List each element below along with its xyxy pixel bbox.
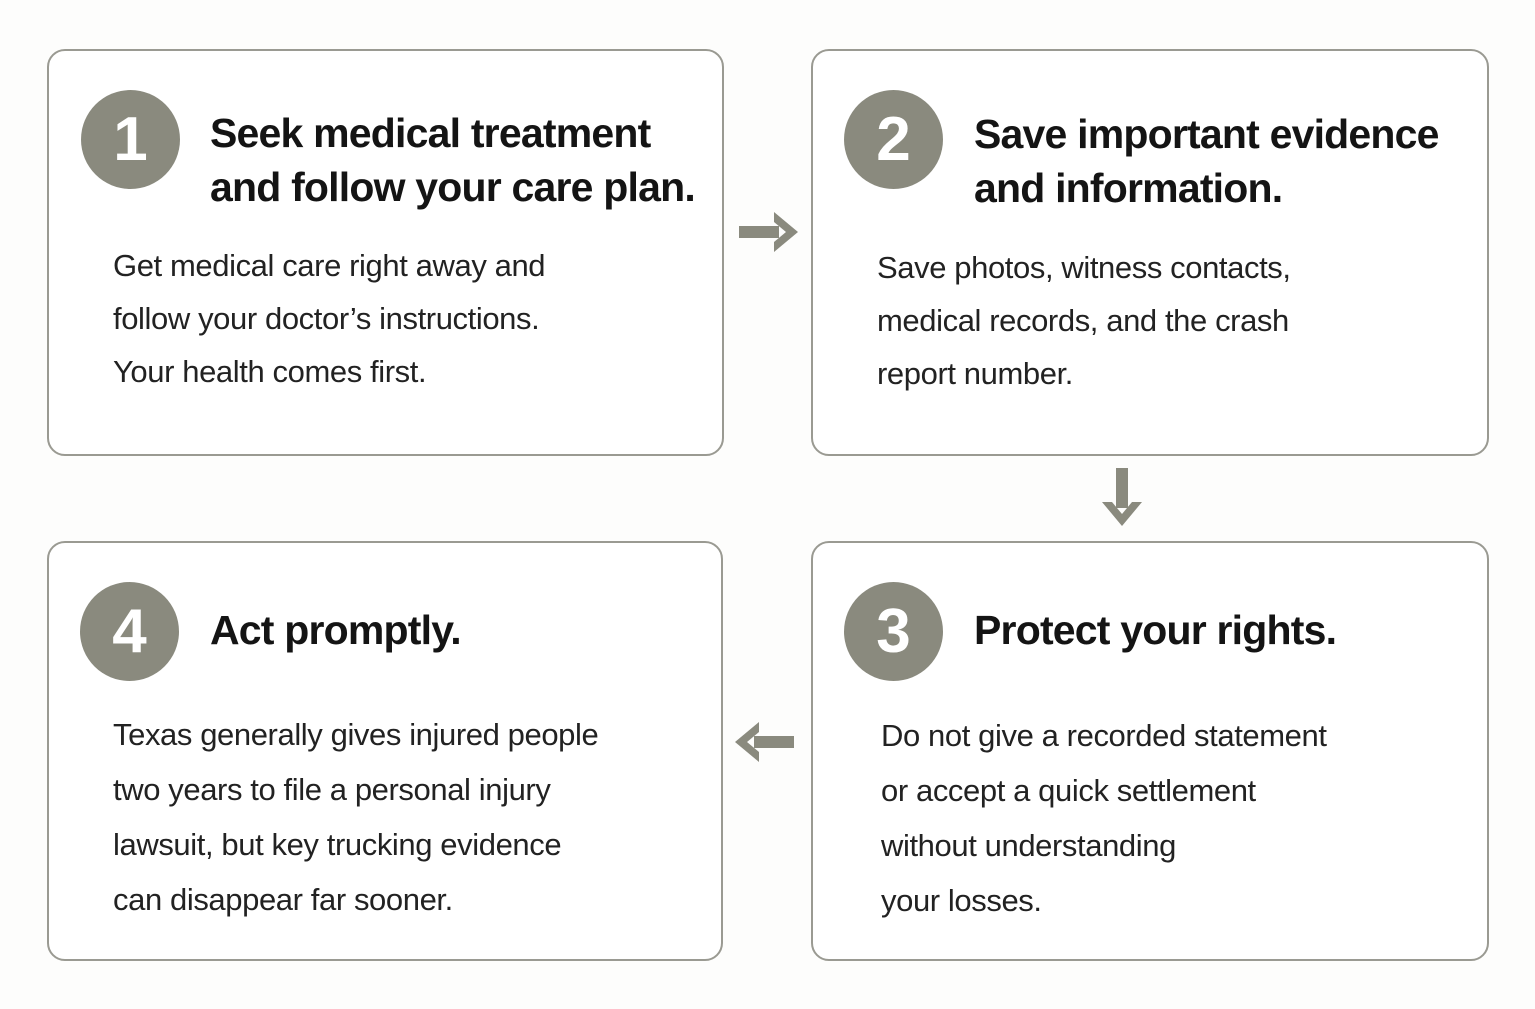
arrow-right-icon	[739, 212, 798, 252]
step-number-badge: 3	[844, 582, 943, 681]
arrow-down-icon	[1102, 468, 1142, 526]
step-description: Save photos, witness contacts, medical r…	[877, 241, 1291, 400]
step-title-line: and information.	[974, 165, 1283, 211]
step-description-line: your losses.	[881, 883, 1042, 918]
step-description: Texas generally gives injured people two…	[113, 707, 599, 927]
step-description-line: can disappear far sooner.	[113, 882, 453, 917]
step-title-line: Save important evidence	[974, 111, 1439, 157]
step-title-line: Protect your rights.	[974, 607, 1337, 653]
step-description-line: without understanding	[881, 828, 1176, 863]
arrow-left-icon	[735, 722, 794, 762]
step-description-line: Do not give a recorded statement	[881, 718, 1327, 753]
step-description-line: medical records, and the crash	[877, 303, 1289, 338]
step-card-3: 3 Protect your rights. Do not give a rec…	[811, 541, 1489, 961]
step-description: Get medical care right away and follow y…	[113, 239, 546, 398]
step-description-line: report number.	[877, 356, 1074, 391]
step-card-1: 1 Seek medical treatment and follow your…	[47, 49, 724, 456]
step-description-line: follow your doctor’s instructions.	[113, 301, 540, 336]
step-card-2: 2 Save important evidence and informatio…	[811, 49, 1489, 456]
step-description-line: Your health comes first.	[113, 354, 427, 389]
step-number-badge: 4	[80, 582, 179, 681]
step-description: Do not give a recorded statement or acce…	[881, 708, 1327, 928]
step-description-line: Texas generally gives injured people	[113, 717, 599, 752]
step-description-line: two years to file a personal injury	[113, 772, 551, 807]
step-title: Save important evidence and information.	[974, 107, 1439, 215]
step-number-badge: 2	[844, 90, 943, 189]
step-title: Act promptly.	[210, 603, 462, 657]
step-card-4: 4 Act promptly. Texas generally gives in…	[47, 541, 723, 961]
step-title: Seek medical treatment and follow your c…	[210, 106, 696, 214]
step-title-line: Seek medical treatment	[210, 110, 651, 156]
step-description-line: lawsuit, but key trucking evidence	[113, 827, 562, 862]
step-description-line: Save photos, witness contacts,	[877, 250, 1291, 285]
step-description-line: or accept a quick settlement	[881, 773, 1256, 808]
step-title: Protect your rights.	[974, 603, 1337, 657]
step-description-line: Get medical care right away and	[113, 248, 546, 283]
step-number-badge: 1	[81, 90, 180, 189]
step-title-line: Act promptly.	[210, 607, 462, 653]
step-title-line: and follow your care plan.	[210, 164, 696, 210]
